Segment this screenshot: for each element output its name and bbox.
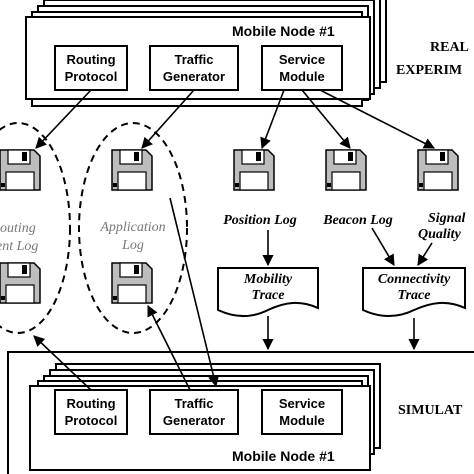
signal-quality-disk [417, 149, 459, 191]
real-traffic-line2: Generator [163, 69, 225, 84]
real-module-traffic: Traffic Generator [149, 45, 239, 91]
real-side-label-1: REAL [430, 40, 469, 55]
routing-log-label-2: ent Log [0, 239, 38, 254]
arrow-sim-traffic-to-applog [147, 304, 191, 391]
real-module-service: Service Module [261, 45, 343, 91]
position-log-disk [233, 149, 275, 191]
mobility-trace-doc: Mobility Trace [217, 267, 319, 317]
application-log-group [78, 122, 188, 334]
routing-log-disk-top [0, 149, 41, 191]
real-routing-line1: Routing [66, 52, 115, 67]
arrow-routing-to-log [35, 89, 92, 149]
routing-log-group [0, 122, 71, 334]
sim-module-service: Service Module [261, 389, 343, 435]
arrow-service-to-position [260, 89, 285, 150]
arrow-service-to-beacon [301, 89, 351, 149]
routing-log-disk-bottom [0, 262, 41, 304]
application-log-disk-bottom [111, 262, 153, 304]
connectivity-trace-label-2: Trace [398, 288, 431, 303]
real-traffic-line1: Traffic [174, 52, 213, 67]
real-side-label-2: EXPERIM [396, 63, 462, 78]
sim-traffic-line2: Generator [163, 413, 225, 428]
arrow-signal-to-connectivity [417, 242, 433, 266]
mobility-trace-label-2: Trace [252, 288, 285, 303]
mobility-trace-label-1: Mobility [243, 272, 293, 287]
sim-service-line2: Module [279, 413, 325, 428]
connectors [33, 89, 435, 391]
connectivity-trace-doc: Connectivity Trace [362, 267, 466, 317]
sim-routing-line2: Protocol [65, 413, 118, 428]
arrow-service-to-signal [319, 89, 435, 149]
sim-node-label: Mobile Node #1 [232, 448, 335, 464]
real-routing-line2: Protocol [65, 69, 118, 84]
signal-quality-label-2: Quality [418, 227, 462, 242]
application-log-label-1: Application [99, 220, 165, 235]
arrow-beacon-to-connectivity [371, 227, 395, 266]
application-log-label-2: Log [121, 238, 144, 253]
arrow-traffic-to-log [141, 89, 195, 149]
position-log-label: Position Log [223, 213, 297, 228]
sim-traffic-line1: Traffic [174, 396, 213, 411]
beacon-log-disk [325, 149, 367, 191]
sim-module-traffic: Traffic Generator [149, 389, 239, 435]
routing-log-label-1: outing [0, 221, 36, 236]
sim-module-routing: Routing Protocol [54, 389, 128, 435]
arrow-applog-to-sim-traffic [169, 197, 220, 388]
sim-service-line1: Service [279, 396, 325, 411]
signal-quality-label-1: Signal [428, 211, 465, 226]
real-service-line2: Module [279, 69, 325, 84]
real-module-routing: Routing Protocol [54, 45, 128, 91]
real-service-line1: Service [279, 52, 325, 67]
sim-side-label: SIMULAT [398, 403, 463, 418]
connectivity-trace-label-1: Connectivity [378, 272, 451, 287]
real-node-label: Mobile Node #1 [232, 23, 335, 39]
sim-routing-line1: Routing [66, 396, 115, 411]
beacon-log-label: Beacon Log [322, 213, 393, 228]
arrow-sim-routing-to-log [33, 335, 92, 391]
application-log-disk-top [111, 149, 153, 191]
